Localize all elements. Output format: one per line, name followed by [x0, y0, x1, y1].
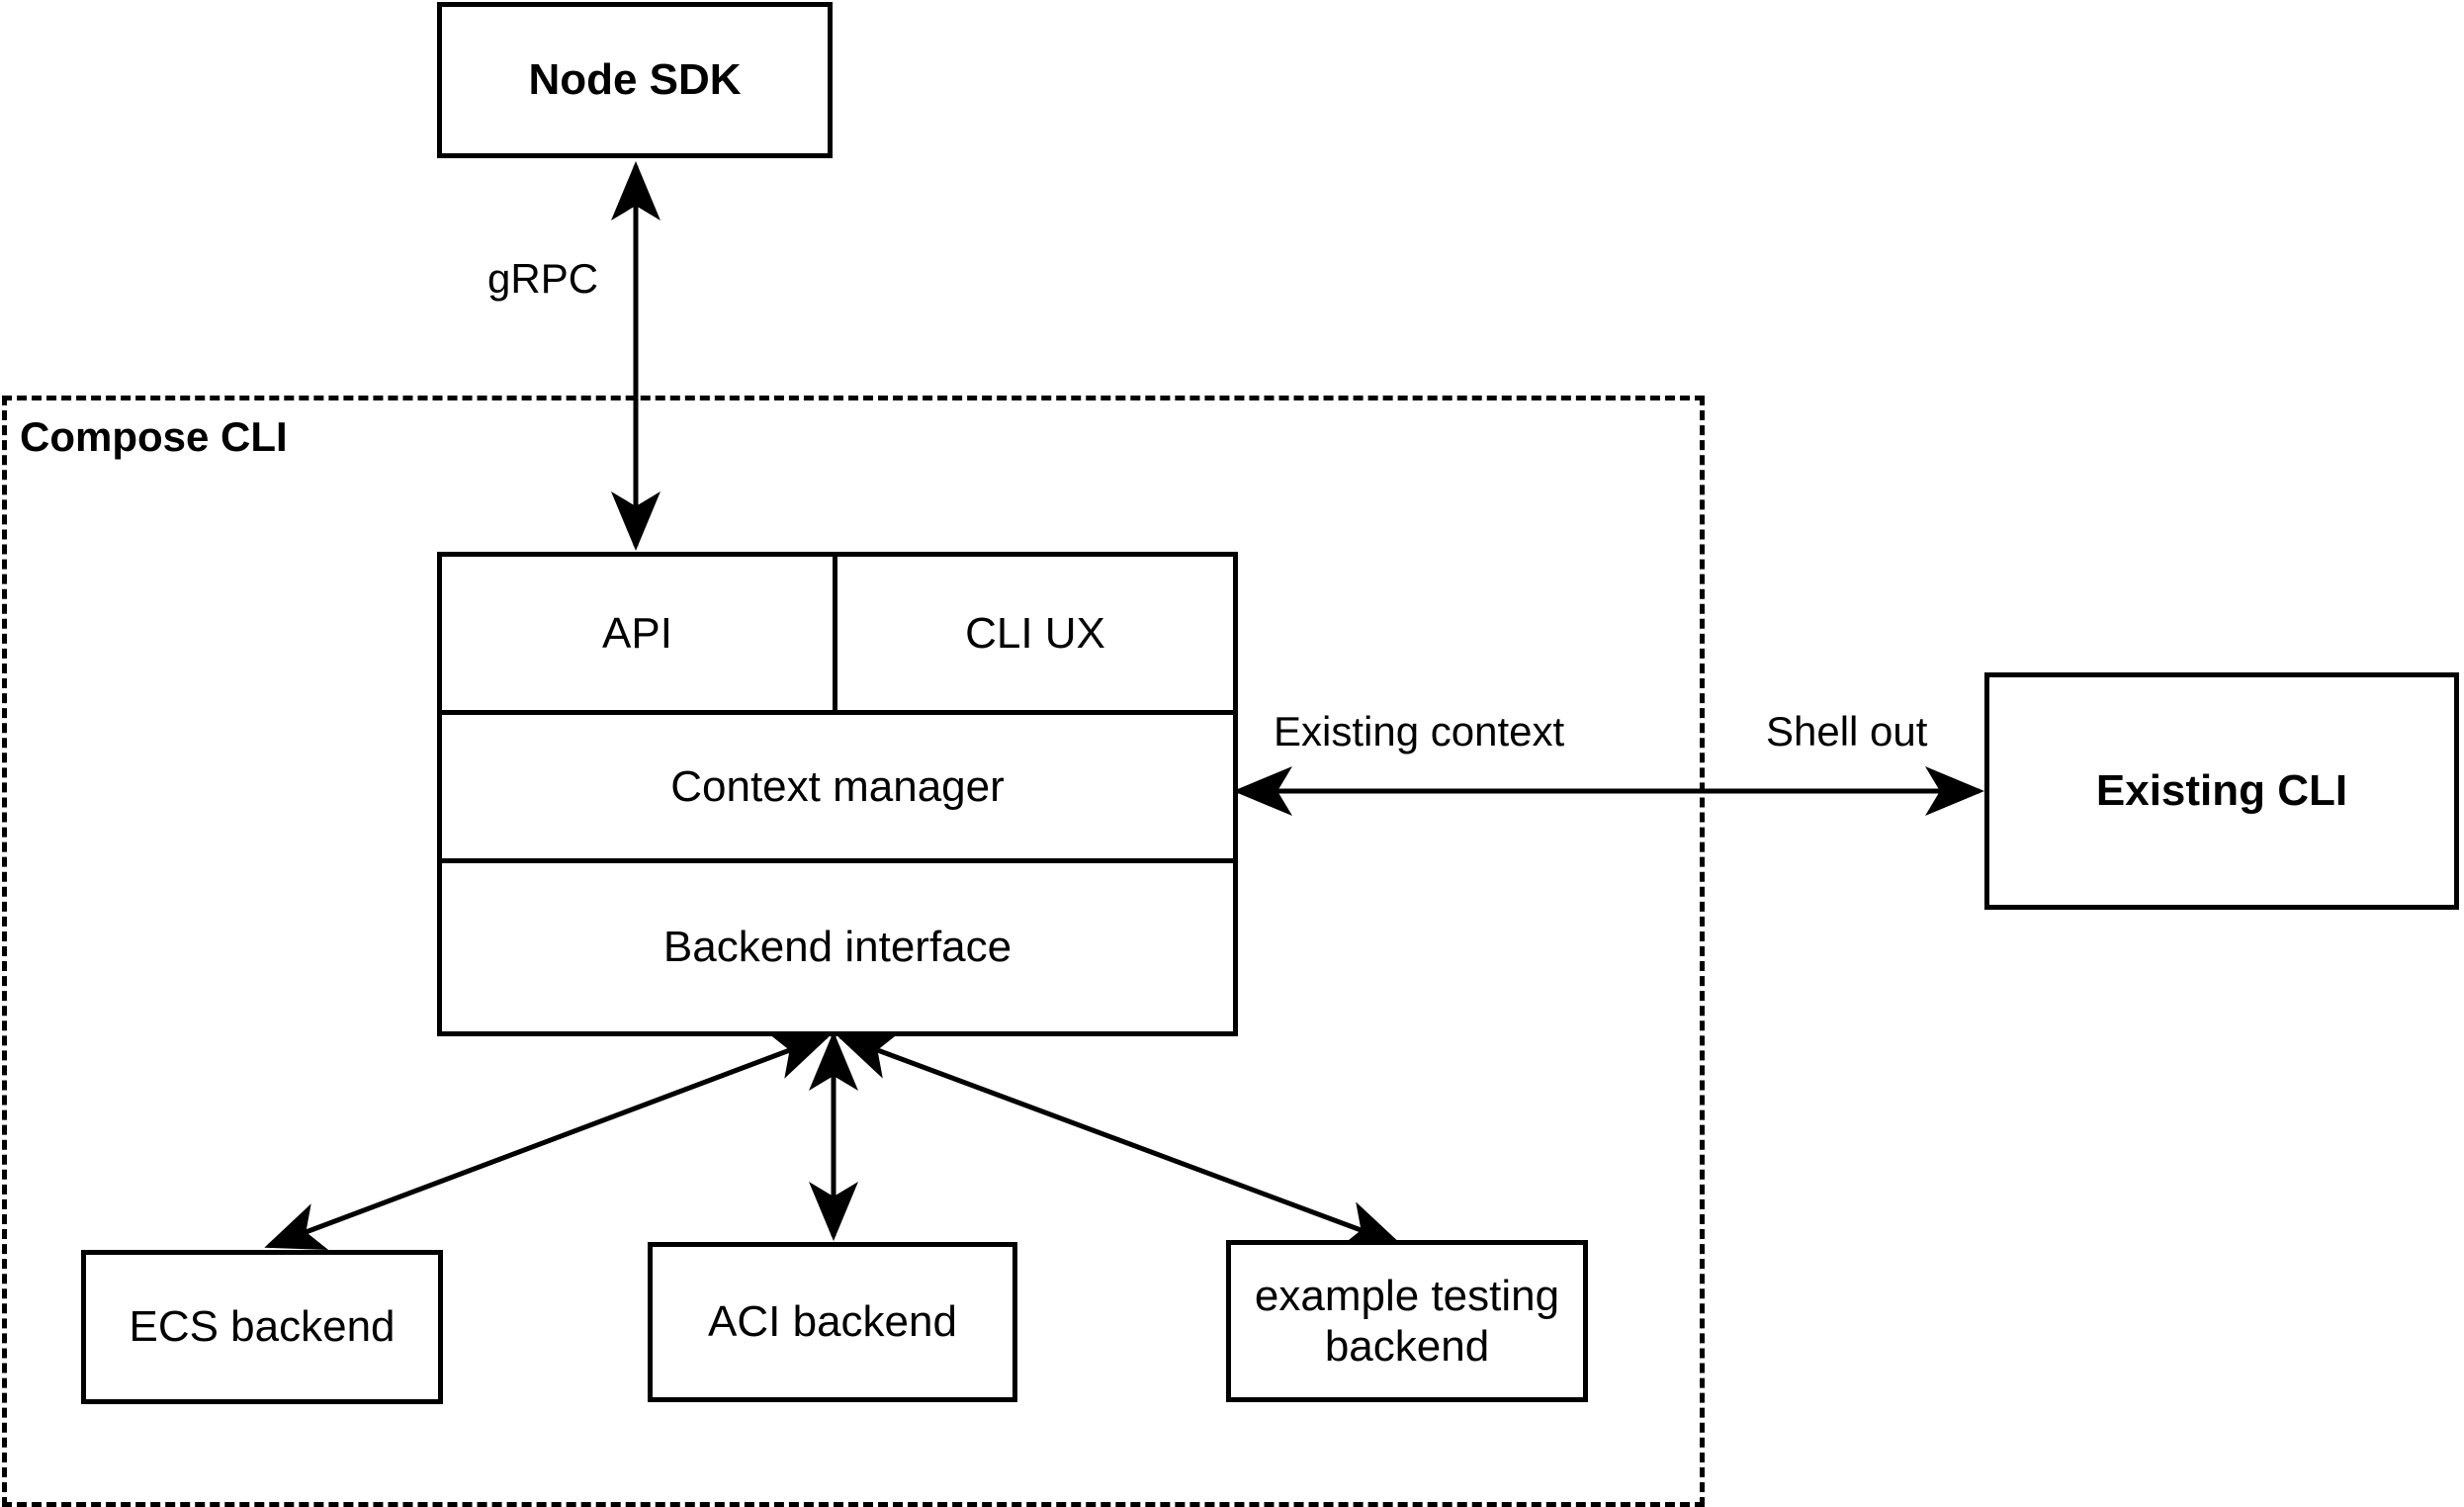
- example-testing-backend-box[interactable]: example testing backend: [1226, 1240, 1588, 1402]
- edge-example-testing-backend: [836, 1031, 1403, 1249]
- aci-backend-label: ACI backend: [708, 1297, 957, 1347]
- compose-cli-stack: API CLI UX Context manager Backend inter…: [437, 552, 1238, 1036]
- edge-ecs-backend: [264, 1031, 832, 1251]
- node-sdk-label: Node SDK: [528, 55, 742, 105]
- existing-cli-box[interactable]: Existing CLI: [1984, 672, 2459, 910]
- edge-label-grpc: gRPC: [482, 255, 605, 303]
- backend-interface-label: Backend interface: [662, 923, 1012, 971]
- cli-ux-cell[interactable]: CLI UX: [837, 557, 1233, 710]
- context-manager-label: Context manager: [670, 761, 1005, 811]
- edge-label-shell-out: Shell out: [1760, 708, 1934, 755]
- edge-label-existing-context: Existing context: [1268, 708, 1571, 755]
- example-testing-backend-label: example testing backend: [1254, 1271, 1560, 1371]
- compose-cli-group-label: Compose CLI: [20, 413, 288, 460]
- node-sdk-box[interactable]: Node SDK: [437, 2, 833, 158]
- ecs-backend-box[interactable]: ECS backend: [81, 1250, 443, 1404]
- api-cell[interactable]: API: [442, 557, 837, 710]
- stack-row-backend: Backend interface: [442, 863, 1233, 1031]
- aci-backend-box[interactable]: ACI backend: [648, 1242, 1017, 1402]
- existing-cli-label: Existing CLI: [2095, 766, 2348, 816]
- context-manager-cell[interactable]: Context manager: [442, 715, 1233, 858]
- backend-interface-cell[interactable]: Backend interface: [442, 863, 1233, 1031]
- stack-row-top: API CLI UX: [442, 557, 1233, 715]
- ecs-backend-label: ECS backend: [129, 1302, 396, 1352]
- compose-cli-group-boundary: [2, 396, 1705, 1507]
- api-label: API: [602, 608, 672, 658]
- cli-ux-label: CLI UX: [965, 608, 1105, 658]
- stack-row-context: Context manager: [442, 715, 1233, 863]
